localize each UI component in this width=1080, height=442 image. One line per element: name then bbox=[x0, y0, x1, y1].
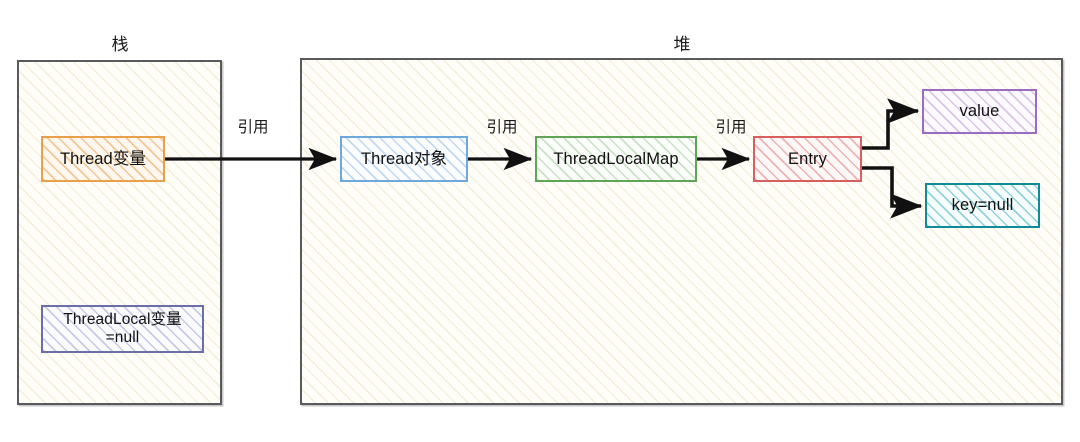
heap-region-title: 堆 bbox=[673, 35, 691, 54]
node-thread-var[interactable]: Thread变量 bbox=[41, 136, 165, 182]
node-threadlocalmap[interactable]: ThreadLocalMap bbox=[535, 136, 697, 182]
edge-label-thread-object-to-threadlocalmap: 引用 bbox=[486, 119, 518, 136]
node-threadlocalmap-label: ThreadLocalMap bbox=[553, 149, 679, 168]
node-threadlocal-var[interactable]: ThreadLocal变量 =null bbox=[41, 305, 204, 353]
edge-label-thread-var-to-thread-object: 引用 bbox=[237, 119, 269, 136]
node-threadlocal-var-label: ThreadLocal变量 =null bbox=[63, 311, 182, 346]
node-thread-var-label: Thread变量 bbox=[59, 149, 147, 168]
node-thread-object[interactable]: Thread对象 bbox=[340, 136, 468, 182]
node-key-null[interactable]: key=null bbox=[925, 183, 1040, 228]
edge-label-threadlocalmap-to-entry: 引用 bbox=[715, 119, 747, 136]
node-entry[interactable]: Entry bbox=[753, 136, 862, 182]
node-value-label: value bbox=[959, 102, 1000, 121]
node-key-null-label: key=null bbox=[951, 196, 1014, 215]
node-thread-object-label: Thread对象 bbox=[360, 149, 448, 168]
node-entry-label: Entry bbox=[787, 149, 827, 168]
stack-region-title: 栈 bbox=[111, 35, 129, 54]
stack-region bbox=[17, 60, 222, 405]
node-value[interactable]: value bbox=[922, 89, 1037, 134]
